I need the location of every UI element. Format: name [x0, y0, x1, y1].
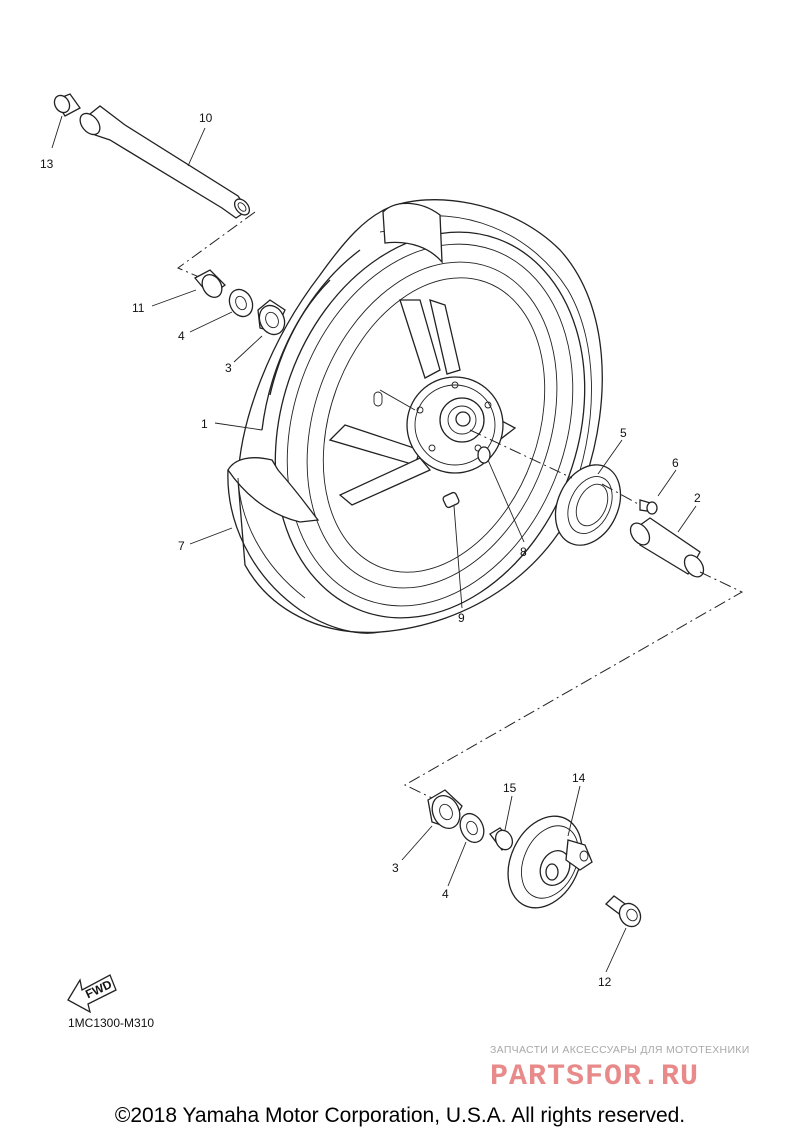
collar-2 — [629, 517, 705, 578]
callout-6: 6 — [672, 456, 679, 470]
bearing-3-upper — [257, 299, 286, 336]
callout-numbers: 13 10 11 4 3 1 7 5 6 2 8 9 15 14 3 4 12 — [40, 111, 701, 989]
callout-4-lower: 4 — [442, 887, 449, 901]
oil-seal-4-lower — [459, 812, 485, 844]
callout-14: 14 — [572, 771, 586, 785]
callout-2: 2 — [694, 491, 701, 505]
callout-9: 9 — [458, 611, 465, 625]
callout-3-upper: 3 — [225, 361, 232, 375]
oil-seal-4-upper — [228, 288, 254, 318]
fwd-arrow-icon: FWD — [67, 974, 117, 1014]
callout-5: 5 — [620, 426, 627, 440]
callout-12: 12 — [598, 975, 612, 989]
callout-11: 11 — [132, 301, 145, 315]
callout-4-upper: 4 — [178, 329, 185, 343]
callout-1: 1 — [201, 417, 208, 431]
speedometer-gear-14 — [507, 815, 593, 909]
diagram-code: 1MC1300-M310 — [68, 1016, 155, 1030]
callout-7: 7 — [178, 539, 185, 553]
collar-11 — [193, 269, 226, 298]
bearing-3-lower — [427, 789, 463, 830]
watermark-logo: PARTSFOR.RU — [490, 1060, 700, 1094]
front-wheel — [227, 199, 603, 634]
leader-lines — [51, 115, 697, 973]
copyright-notice: ©2018 Yamaha Motor Corporation, U.S.A. A… — [114, 1104, 686, 1127]
axle-10 — [79, 105, 251, 219]
collar-15 — [489, 827, 514, 851]
callout-10: 10 — [199, 111, 213, 125]
collar-13 — [53, 93, 81, 117]
callout-8: 8 — [520, 545, 527, 559]
callout-15: 15 — [503, 781, 517, 795]
callout-3-lower: 3 — [392, 861, 399, 875]
bolt-12 — [605, 895, 642, 928]
screw-6 — [639, 499, 658, 515]
callout-13: 13 — [40, 157, 54, 171]
watermark-tagline: ЗАПЧАСТИ И АКСЕССУАРЫ ДЛЯ МОТОТЕХНИКИ — [490, 1044, 750, 1056]
